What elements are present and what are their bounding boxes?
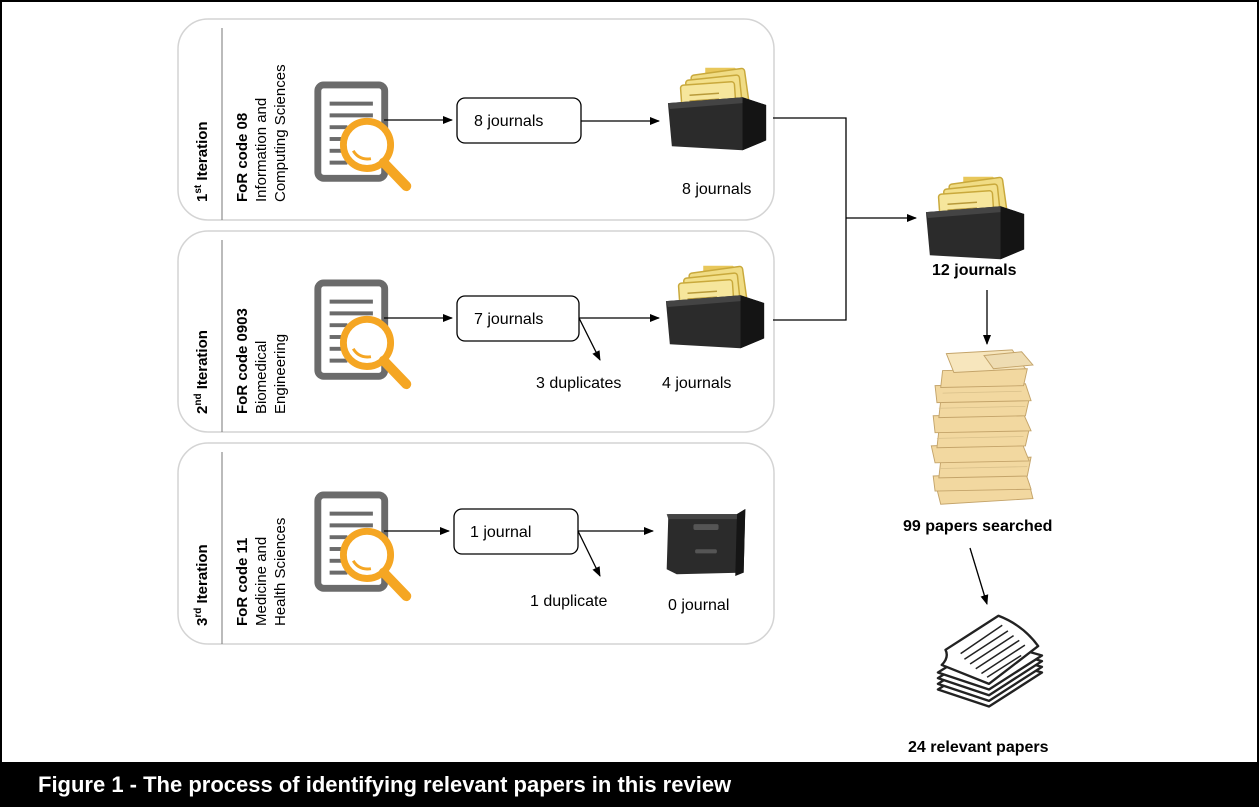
figure-caption: Figure 1 - The process of identifying re… bbox=[0, 762, 1259, 807]
iteration-1-for-code: FoR code 08 bbox=[234, 113, 251, 202]
iteration-3-result: 0 journal bbox=[668, 597, 729, 614]
merged-journals-label: 12 journals bbox=[932, 262, 1017, 279]
relevant-papers-label: 24 relevant papers bbox=[908, 739, 1049, 756]
iteration-1-journals-box-label: 8 journals bbox=[474, 113, 543, 130]
iteration-2-duplicates: 3 duplicates bbox=[536, 375, 621, 392]
merged-file-box-icon bbox=[925, 175, 1025, 260]
iteration-2-field-line-1: Biomedical bbox=[253, 341, 270, 414]
iteration-2-result: 4 journals bbox=[662, 375, 731, 392]
iteration-2-label: 2nd Iteration bbox=[193, 330, 211, 414]
iteration-3-duplicates: 1 duplicate bbox=[530, 593, 607, 610]
papers-searched-label: 99 papers searched bbox=[903, 518, 1052, 535]
iteration-3-label: 3rd Iteration bbox=[193, 544, 211, 626]
iteration-2-for-code: FoR code 0903 bbox=[234, 308, 251, 414]
flow-diagram: 1st Iteration FoR code 08 Information an… bbox=[177, 18, 1052, 756]
paper-stack-icon bbox=[930, 349, 1034, 505]
iteration-2-field-line-2: Engineering bbox=[272, 334, 289, 414]
iteration-3-journals-box-label: 1 journal bbox=[470, 524, 531, 541]
iteration-3-for-code: FoR code 11 bbox=[234, 538, 251, 626]
iteration-3-field-line-1: Medicine and bbox=[253, 537, 270, 626]
iteration-3-empty-box-icon bbox=[666, 509, 746, 576]
iteration-1-label: 1st Iteration bbox=[193, 121, 211, 202]
iteration-3-field-line-2: Health Sciences bbox=[272, 518, 289, 626]
relevant-papers-icon bbox=[936, 614, 1044, 708]
iteration-2-journals-box-label: 7 journals bbox=[474, 311, 543, 328]
merge-connector bbox=[773, 117, 847, 321]
iteration-1-field-line-2: Computing Sciences bbox=[272, 64, 289, 202]
iteration-1-result: 8 journals bbox=[682, 181, 751, 198]
iteration-1-field-line-1: Information and bbox=[253, 98, 270, 202]
figure-frame bbox=[0, 0, 1259, 762]
